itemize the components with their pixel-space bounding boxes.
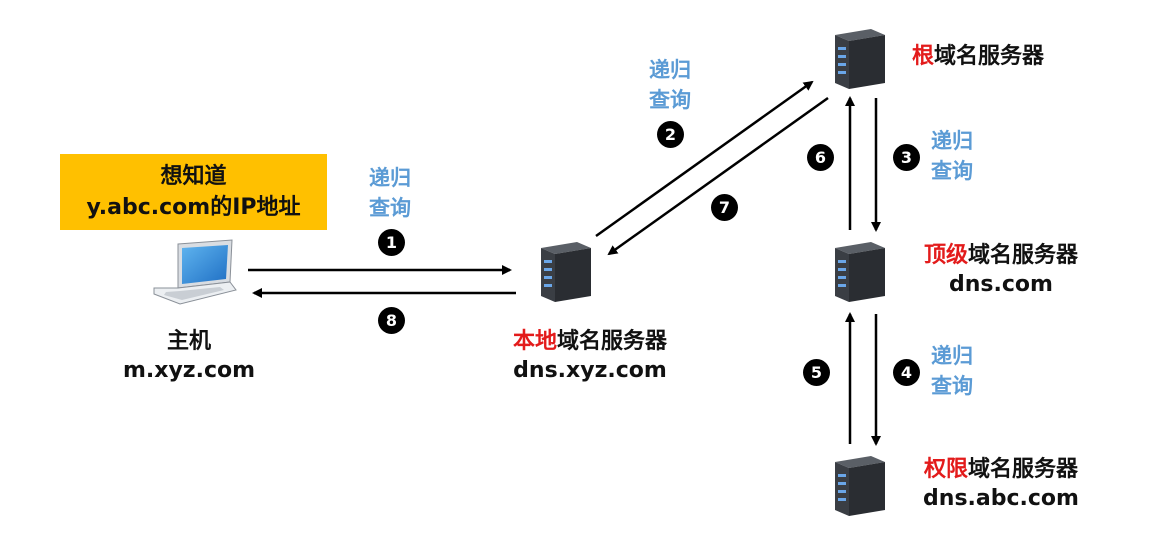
auth-server-domain: dns.abc.com (923, 486, 1079, 511)
local-server-icon (541, 242, 591, 302)
host-domain: m.xyz.com (122, 358, 256, 383)
laptop-icon (153, 239, 237, 305)
query-label-2: 递归查询 (649, 58, 691, 112)
arrow-7 (607, 96, 829, 256)
auth-server-label: 权限域名服务器 dns.abc.com (898, 455, 1104, 513)
query-label-3: 递归查询 (931, 129, 973, 183)
step-1-badge: 1 (378, 229, 405, 256)
auth-server-icon (835, 456, 885, 516)
root-server-suffix: 域名服务器 (934, 44, 1045, 69)
auth-server-prefix: 权限 (923, 457, 968, 482)
step-4-badge: 4 (893, 359, 920, 386)
step-5-badge: 5 (803, 359, 830, 386)
step-6-badge: 6 (807, 144, 834, 171)
tld-server-suffix: 域名服务器 (968, 243, 1079, 268)
root-server-icon (835, 29, 885, 89)
root-server-prefix: 根 (912, 44, 935, 69)
step-7-badge: 7 (711, 194, 738, 221)
local-server-prefix: 本地 (512, 329, 557, 354)
tld-server-prefix: 顶级 (923, 243, 968, 268)
target-note: 想知道 y.abc.com的IP地址 (60, 154, 327, 230)
query-label-1: 递归查询 (369, 166, 411, 220)
auth-server-suffix: 域名服务器 (968, 457, 1079, 482)
local-server-domain: dns.xyz.com (513, 358, 667, 383)
step-3-badge: 3 (893, 144, 920, 171)
target-note-line2: y.abc.com的IP地址 (86, 195, 301, 220)
host-name: 主机 (166, 329, 211, 354)
host-label: 主机 m.xyz.com (104, 327, 274, 385)
tld-server-domain: dns.com (949, 272, 1053, 297)
root-server-label: 根域名服务器 (912, 42, 1082, 71)
tld-server-icon (835, 242, 885, 302)
tld-server-label: 顶级域名服务器 dns.com (898, 241, 1104, 299)
local-server-suffix: 域名服务器 (557, 329, 668, 354)
target-note-line1: 想知道 (160, 164, 227, 189)
step-2-badge: 2 (657, 121, 684, 148)
step-8-badge: 8 (378, 307, 405, 334)
arrow-2 (595, 80, 814, 238)
local-server-label: 本地域名服务器 dns.xyz.com (475, 327, 705, 385)
query-label-4: 递归查询 (931, 344, 973, 398)
